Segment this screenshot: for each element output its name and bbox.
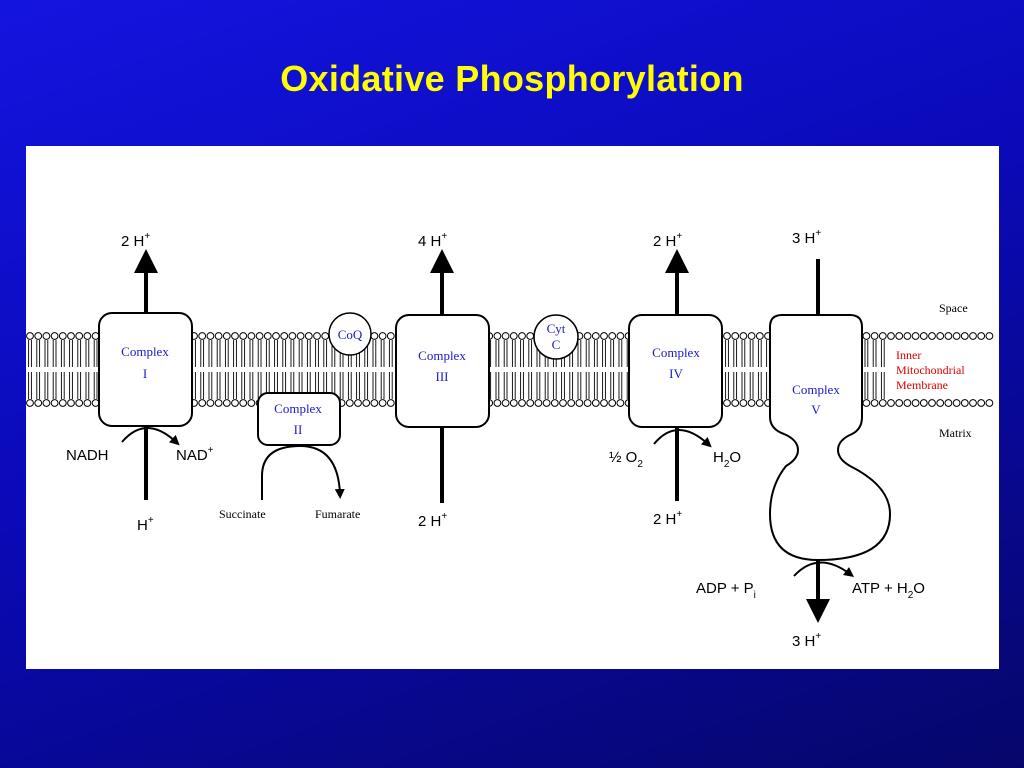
cyt-label: Cyt [547,321,566,336]
complex-iii-label: Complex [418,348,466,363]
half-o2-label: ½ O2 [609,449,643,470]
complex-ii-numeral: II [294,422,303,437]
complex-iv-numeral: IV [669,366,683,381]
c3-in-proton: 2 H+ [418,511,447,530]
nadh-label: NADH [66,447,109,464]
coq: CoQ [328,312,372,356]
c1-in-proton: H+ [137,515,154,534]
complex-iv-box [628,314,723,428]
c4-in-proton: 2 H+ [653,509,682,528]
complex-v: 3 H+ Complex V ADP + Pi ATP + H2O 3 H+ [696,228,925,650]
membrane-label-3: Membrane [896,378,948,392]
complex-iii-numeral: III [436,369,449,384]
c5-in-proton: 3 H+ [792,228,821,247]
membrane-label-1: Inner [896,348,921,362]
oxphos-diagram: 2 H+ Complex I NADH NAD+ H+ CoQ Complex … [26,228,994,650]
complex-v-shape [768,314,892,562]
slide-title: Oxidative Phosphorylation [280,58,744,99]
matrix-label: Matrix [939,426,972,440]
complex-v-label: Complex [792,382,840,397]
c-label: C [552,337,561,352]
c5-out-proton: 3 H+ [792,631,821,650]
fumarate-label: Fumarate [315,507,360,521]
complex-i-box [98,312,193,427]
complex-iii: 4 H+ Complex III 2 H+ [395,231,490,530]
space-label: Space [939,301,968,315]
complex-ii-box [257,392,341,446]
complex-iv: 2 H+ Complex IV ½ O2 H2O 2 H+ [609,231,741,528]
complex-ii-label: Complex [274,401,322,416]
membrane-label-2: Mitochondrial [896,363,965,377]
complex-i: 2 H+ Complex I NADH NAD+ H+ [66,231,214,534]
diagram-panel: 2 H+ Complex I NADH NAD+ H+ CoQ Complex … [26,146,999,669]
complex-i-numeral: I [143,366,147,381]
complex-i-label: Complex [121,344,169,359]
complex-ii: Complex II Succinate Fumarate [219,392,360,521]
coq-label: CoQ [338,327,363,342]
nad-label: NAD+ [176,445,214,464]
complex-iii-box [395,314,490,428]
complex-iv-label: Complex [652,345,700,360]
h2o-label-iv: H2O [713,449,741,470]
complex-v-numeral: V [811,402,821,417]
c4-out-proton: 2 H+ [653,231,682,250]
c3-out-proton: 4 H+ [418,231,447,250]
cyt-c: Cyt C [533,314,579,360]
succinate-label: Succinate [219,507,266,521]
atp-h2o-label: ATP + H2O [852,580,925,601]
adp-pi-label: ADP + Pi [696,580,756,601]
c1-out-proton: 2 H+ [121,231,150,250]
